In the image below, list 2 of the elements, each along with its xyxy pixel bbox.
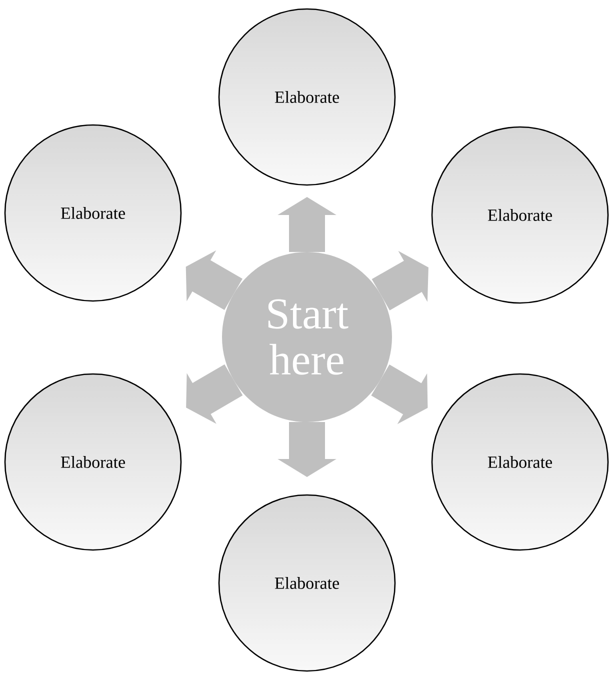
block-arrow [186, 364, 243, 424]
block-arrow [372, 250, 428, 310]
